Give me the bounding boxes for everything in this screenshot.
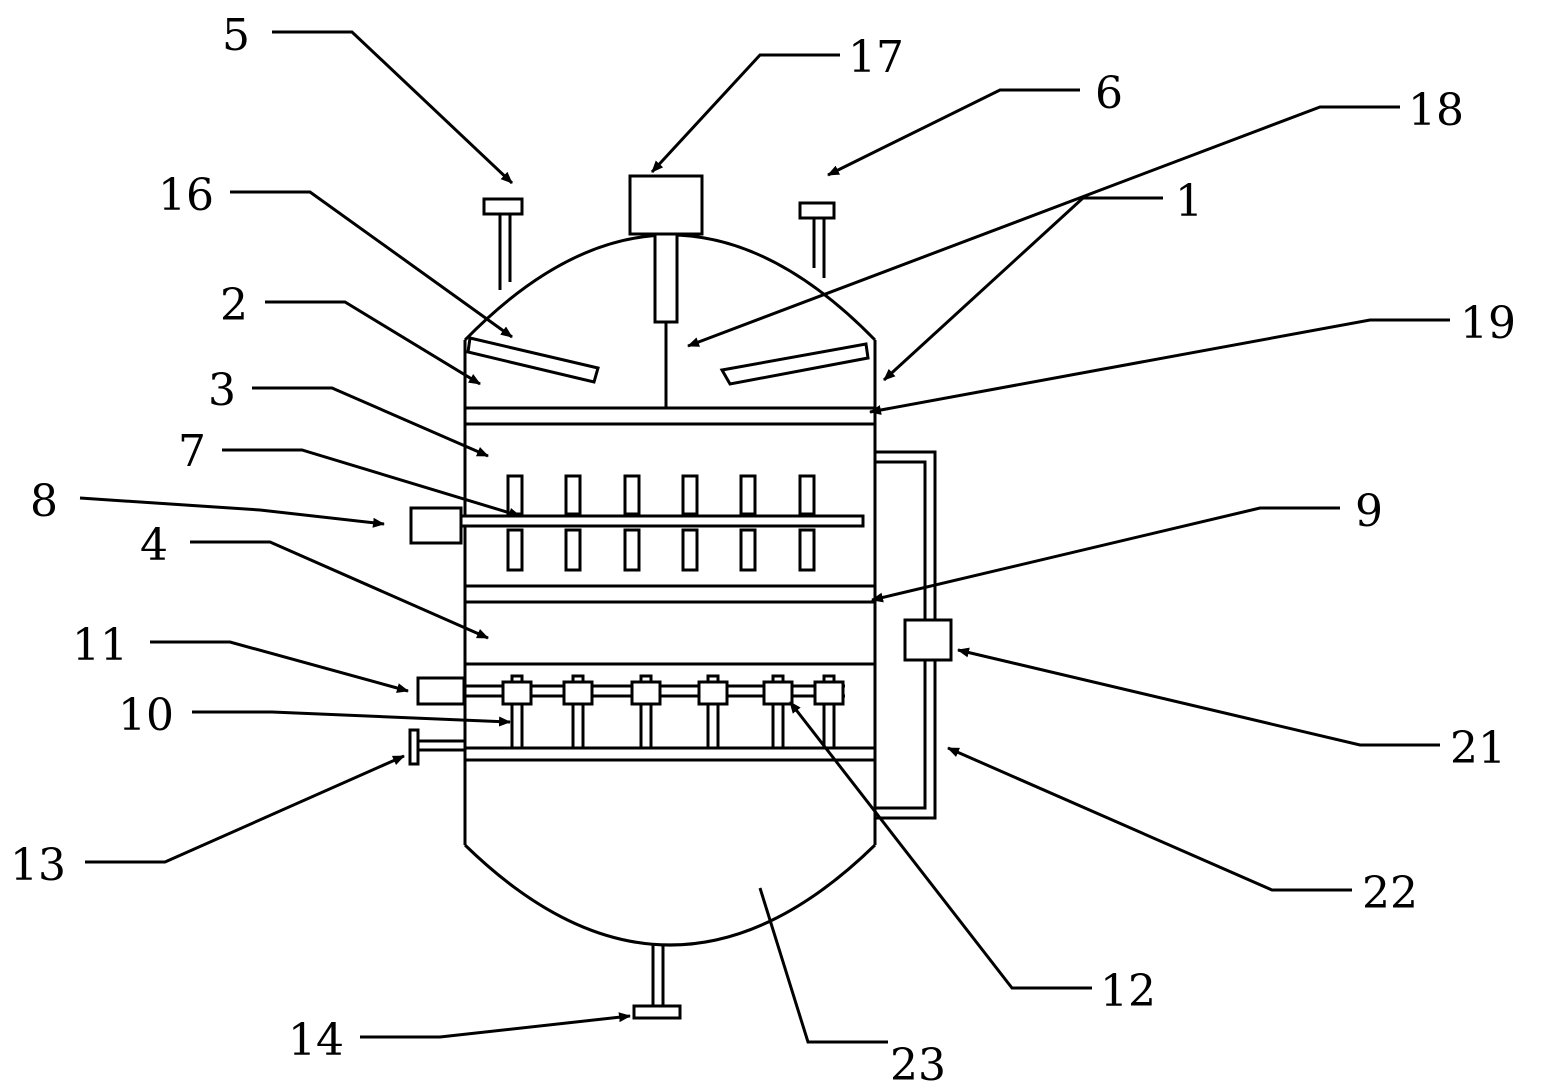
label-14: 14 bbox=[288, 1015, 344, 1066]
label-3: 3 bbox=[208, 365, 236, 416]
label-1: 1 bbox=[1175, 176, 1203, 227]
blade bbox=[681, 528, 699, 572]
stirring-blades bbox=[506, 474, 816, 572]
blade bbox=[623, 474, 641, 516]
label-7: 7 bbox=[178, 426, 206, 477]
leader-5 bbox=[272, 30, 514, 185]
leader-6 bbox=[827, 88, 1080, 177]
clamp-unit bbox=[762, 674, 794, 750]
label-5: 5 bbox=[222, 10, 250, 61]
part-labels: 5 17 6 18 16 1 2 19 3 7 8 9 4 11 10 21 1… bbox=[10, 10, 1516, 1091]
label-17: 17 bbox=[848, 32, 904, 83]
label-10: 10 bbox=[118, 690, 174, 741]
leader-10 bbox=[192, 710, 511, 727]
blade bbox=[564, 474, 582, 516]
label-13: 13 bbox=[10, 840, 66, 891]
leader-17 bbox=[650, 53, 840, 174]
blade bbox=[681, 474, 699, 516]
clamp-unit bbox=[562, 674, 594, 750]
label-6: 6 bbox=[1095, 68, 1123, 119]
leader-2 bbox=[265, 300, 481, 386]
middle-plate bbox=[463, 584, 877, 604]
left-nozzle-cap bbox=[482, 197, 524, 216]
leader-12 bbox=[788, 701, 1092, 990]
blade bbox=[564, 528, 582, 572]
label-2: 2 bbox=[220, 280, 248, 331]
label-22: 22 bbox=[1362, 868, 1418, 919]
side-valve bbox=[408, 728, 465, 766]
leader-3 bbox=[252, 386, 489, 458]
spray-pipes bbox=[466, 336, 870, 386]
right-nozzle-cap bbox=[798, 201, 836, 220]
lower-motor bbox=[416, 676, 466, 706]
blade bbox=[739, 528, 757, 572]
motor-shaft-upper bbox=[653, 232, 679, 324]
vessel-bottom-dome bbox=[463, 843, 877, 947]
left-spray-pipe bbox=[466, 336, 600, 384]
leader-8 bbox=[79, 496, 385, 528]
leader-19 bbox=[869, 318, 1450, 415]
leader-1 bbox=[882, 196, 1163, 382]
stirring-shaft bbox=[459, 514, 865, 528]
pump-box bbox=[903, 618, 953, 662]
blade bbox=[798, 474, 816, 516]
outlet-flange bbox=[632, 1004, 682, 1020]
clamp-unit bbox=[697, 674, 729, 750]
top-fittings bbox=[482, 174, 836, 408]
stirring-assembly bbox=[409, 474, 865, 572]
label-18: 18 bbox=[1408, 85, 1464, 136]
label-9: 9 bbox=[1355, 486, 1383, 537]
leader-23 bbox=[758, 887, 888, 1044]
label-4: 4 bbox=[140, 520, 168, 571]
right-spray-pipe bbox=[719, 342, 870, 386]
valve-handle bbox=[408, 728, 420, 766]
label-8: 8 bbox=[30, 476, 58, 527]
leader-7 bbox=[222, 448, 521, 518]
stirring-motor bbox=[409, 506, 463, 545]
vessel bbox=[463, 233, 877, 947]
label-23: 23 bbox=[890, 1040, 946, 1091]
clamp-unit bbox=[501, 674, 533, 750]
label-21: 21 bbox=[1450, 723, 1506, 774]
leader-18 bbox=[687, 105, 1400, 348]
clamp-unit bbox=[630, 674, 662, 750]
leader-4 bbox=[190, 540, 489, 640]
blade bbox=[798, 528, 816, 572]
leader-16 bbox=[230, 190, 513, 339]
blade bbox=[623, 528, 641, 572]
label-16: 16 bbox=[158, 170, 214, 221]
clamp-unit bbox=[813, 674, 845, 750]
external-loop bbox=[875, 450, 953, 820]
label-12: 12 bbox=[1100, 966, 1156, 1017]
leader-21 bbox=[957, 647, 1440, 747]
upper-plate bbox=[463, 406, 877, 426]
label-19: 19 bbox=[1460, 298, 1516, 349]
blade bbox=[739, 474, 757, 516]
label-11: 11 bbox=[72, 620, 128, 671]
leader-13 bbox=[85, 754, 405, 864]
blade bbox=[506, 474, 524, 516]
lower-plate bbox=[463, 746, 877, 762]
bottom-outlet bbox=[632, 945, 682, 1020]
leader-11 bbox=[150, 640, 409, 693]
blade bbox=[506, 528, 524, 572]
leader-22 bbox=[947, 746, 1352, 892]
leader-lines bbox=[79, 30, 1450, 1044]
motor-box bbox=[628, 174, 704, 236]
leader-14 bbox=[360, 1012, 631, 1039]
lower-shaft-assembly bbox=[416, 674, 845, 750]
clamp-units bbox=[501, 674, 845, 750]
leader-9 bbox=[871, 506, 1340, 603]
